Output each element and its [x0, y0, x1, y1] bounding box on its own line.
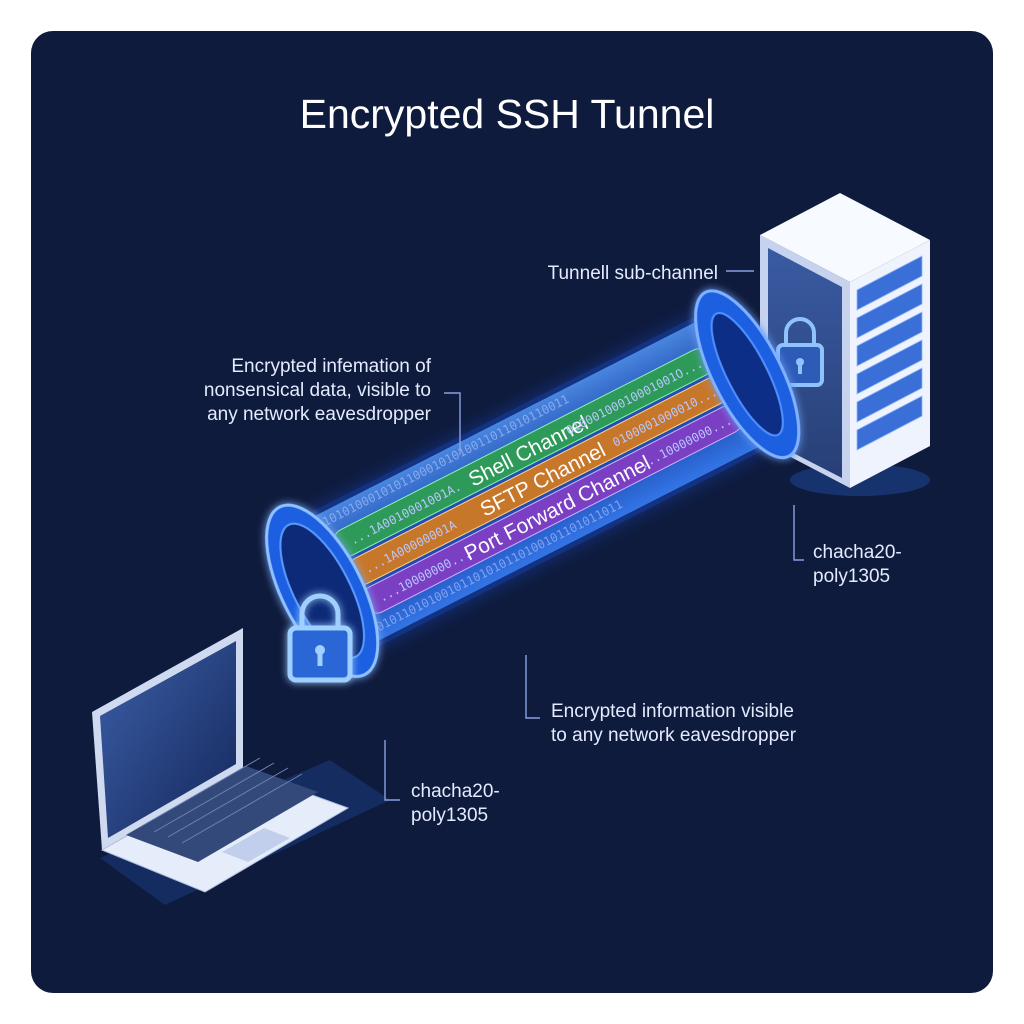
- laptop-icon: [92, 628, 390, 905]
- ssh-tunnel: 10101000101011000101010011011010110011 0…: [265, 289, 801, 678]
- svg-text:Encrypted information visible: Encrypted information visible: [551, 701, 794, 722]
- leader-encrypted-left: [444, 392, 461, 455]
- svg-text:chacha20-: chacha20-: [813, 542, 902, 563]
- label-cipher-right: chacha20- poly1305: [813, 542, 902, 587]
- label-cipher-left: chacha20- poly1305: [411, 781, 500, 826]
- leader-encrypted-bottom: [525, 655, 540, 719]
- label-sub-channel: Tunnell sub-channel: [548, 263, 718, 284]
- label-encrypted-bottom: Encrypted information visible to any net…: [551, 701, 797, 746]
- server-padlock-icon: [776, 317, 824, 387]
- leader-cipher-left: [384, 740, 400, 801]
- svg-text:poly1305: poly1305: [813, 566, 890, 587]
- svg-text:chacha20-: chacha20-: [411, 781, 500, 802]
- page-title: Encrypted SSH Tunnel: [300, 91, 715, 137]
- svg-text:nonsensical data, visible to: nonsensical data, visible to: [204, 380, 431, 401]
- svg-text:poly1305: poly1305: [411, 805, 488, 826]
- tunnel-end-ring: [694, 289, 801, 460]
- label-encrypted-left: Encrypted infemation of nonsensical data…: [204, 356, 432, 425]
- svg-text:to any network eavesdropper: to any network eavesdropper: [551, 725, 797, 746]
- svg-text:Encrypted infemation of: Encrypted infemation of: [231, 356, 431, 377]
- leader-cipher-right: [793, 505, 804, 561]
- padlock-icon: [287, 593, 353, 683]
- svg-text:any network eavesdropper: any network eavesdropper: [207, 404, 432, 425]
